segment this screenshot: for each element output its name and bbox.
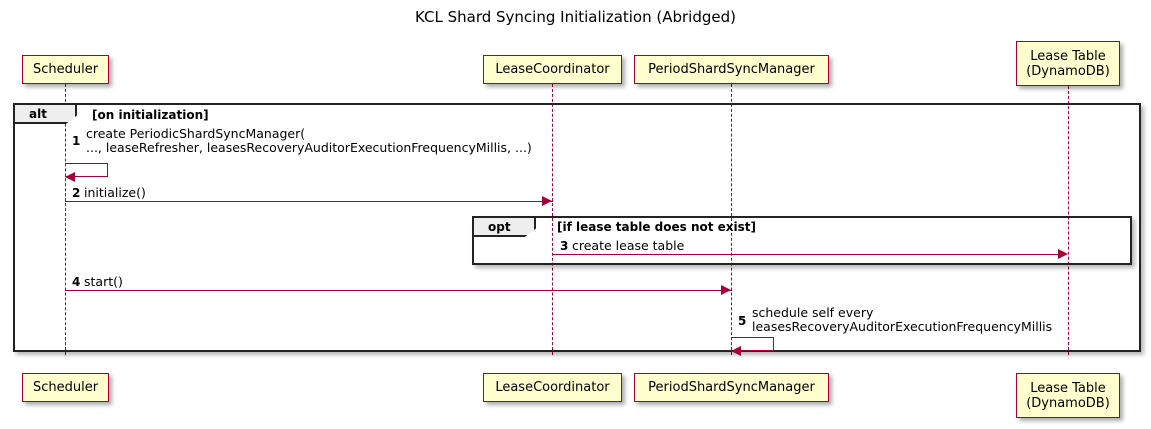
- participant-period-shard-sync-manager-top[interactable]: PeriodShardSyncManager: [634, 55, 829, 84]
- fragment-alt: [13, 103, 1141, 352]
- participant-lease-coordinator-bottom[interactable]: LeaseCoordinator: [483, 373, 622, 402]
- lifeline-period-shard-sync-manager: [731, 84, 732, 355]
- lifeline-scheduler: [65, 84, 66, 355]
- lifeline-lease-table: [1068, 86, 1069, 355]
- message-2-line: [65, 201, 553, 202]
- message-5-label: schedule self every leasesRecoveryAudito…: [752, 305, 1053, 334]
- message-2-label: initialize(): [84, 185, 146, 200]
- message-4-label: start(): [84, 274, 123, 289]
- participant-lease-table-bottom[interactable]: Lease Table (DynamoDB): [1016, 373, 1120, 418]
- message-5-number: 5: [738, 314, 747, 328]
- message-4-line: [65, 290, 732, 291]
- fragment-opt-condition: [if lease table does not exist]: [557, 220, 757, 234]
- message-3-number: 3: [560, 239, 569, 253]
- fragment-opt: [472, 216, 1132, 265]
- message-4-arrowhead: [721, 285, 731, 295]
- message-3-arrowhead: [1058, 249, 1068, 259]
- lifeline-lease-coordinator: [552, 84, 553, 355]
- participant-scheduler-top[interactable]: Scheduler: [22, 55, 109, 84]
- fragment-alt-condition: [on initialization]: [92, 108, 209, 122]
- message-3-line: [552, 254, 1059, 255]
- fragment-opt-label: opt: [474, 218, 536, 237]
- message-5-self-loop: [731, 337, 774, 351]
- message-2-arrowhead: [542, 196, 552, 206]
- message-5-arrowhead: [731, 346, 741, 356]
- message-4-number: 4: [72, 275, 81, 289]
- message-1-self-loop: [65, 163, 108, 177]
- message-2-number: 2: [72, 186, 81, 200]
- message-1-number: 1: [72, 134, 81, 148]
- fragment-alt-label: alt: [15, 105, 77, 124]
- participant-lease-coordinator-top[interactable]: LeaseCoordinator: [483, 55, 622, 84]
- diagram-title: KCL Shard Syncing Initialization (Abridg…: [415, 8, 736, 26]
- participant-scheduler-bottom[interactable]: Scheduler: [22, 373, 109, 402]
- message-1-arrowhead: [65, 172, 75, 182]
- message-1-label: create PeriodicShardSyncManager( ..., le…: [86, 126, 532, 155]
- message-3-label: create lease table: [572, 238, 685, 253]
- participant-period-shard-sync-manager-bottom[interactable]: PeriodShardSyncManager: [634, 373, 829, 402]
- participant-lease-table-top[interactable]: Lease Table (DynamoDB): [1016, 41, 1120, 86]
